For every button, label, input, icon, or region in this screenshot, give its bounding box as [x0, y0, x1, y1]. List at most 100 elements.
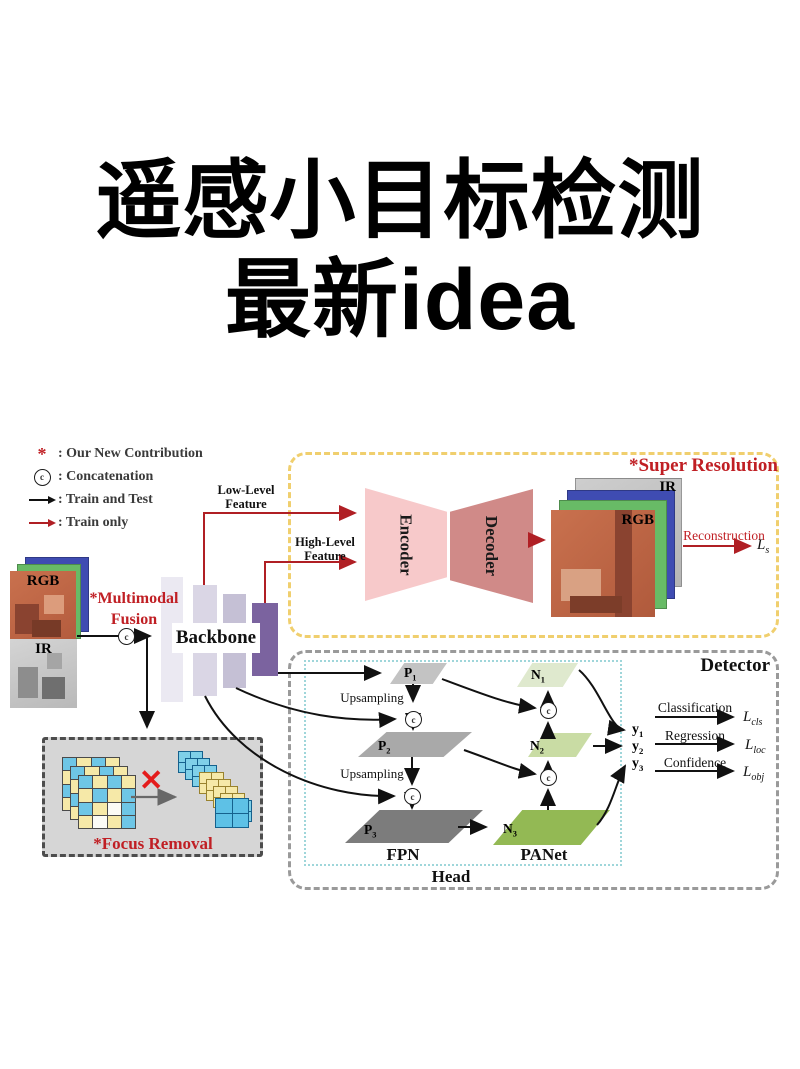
tile-cell — [193, 766, 204, 776]
regression-label: Regression — [665, 728, 725, 743]
texture-patch — [569, 595, 622, 613]
y1-label: y1 — [632, 722, 644, 739]
n2-label: N2 — [530, 738, 544, 756]
grid-cell — [79, 776, 93, 789]
grid-cell — [79, 789, 93, 802]
page-title: 遥感小目标检测 最新idea — [0, 152, 800, 350]
concat-node-panet-2: c — [540, 769, 557, 786]
tile-cell — [191, 752, 202, 762]
legend-item-contribution: * : Our New Contribution — [26, 443, 203, 465]
black-arrow-icon — [26, 495, 58, 505]
loss-lcls: Lcls — [743, 709, 763, 728]
grid-cell — [121, 802, 135, 815]
legend-label: : Concatenation — [58, 469, 154, 484]
head-label: Head — [431, 867, 471, 886]
texture-patch — [615, 510, 633, 617]
grid-cell — [79, 815, 93, 828]
output-ir-label: IR — [659, 479, 676, 495]
grid-cell — [93, 789, 107, 802]
upsampling-label-bottom: Upsampling — [340, 766, 404, 781]
tile-cell — [193, 776, 204, 786]
p2-label: P2 — [378, 738, 391, 756]
grid-cell — [121, 776, 135, 789]
loss-ls: Ls — [757, 537, 770, 556]
texture-patch — [561, 568, 601, 601]
upsampling-label-top: Upsampling — [340, 690, 404, 705]
concat-node-panet-1: c — [540, 702, 557, 719]
legend-label: : Our New Contribution — [58, 446, 203, 461]
grid-cell — [93, 802, 107, 815]
multimodal-fusion-label: *Multimodal Fusion — [89, 590, 179, 628]
grid-cell — [93, 815, 107, 828]
focus-removal-label: *Focus Removal — [93, 834, 213, 853]
focus-cascade — [178, 751, 263, 831]
detector-title: Detector — [700, 655, 770, 676]
concat-icon: c — [33, 468, 51, 486]
classification-label: Classification — [657, 700, 733, 715]
encoder-label: Encoder — [396, 513, 416, 576]
texture-patch — [42, 676, 65, 700]
n3-label: N3 — [503, 821, 517, 839]
grid-cell — [107, 802, 121, 815]
title-line-1: 遥感小目标检测 — [95, 153, 705, 249]
grid-cell — [121, 789, 135, 802]
panet-label: PANet — [520, 845, 568, 864]
grid-cell — [107, 789, 121, 802]
tile-cell — [186, 769, 197, 779]
backbone-label: Backbone — [175, 627, 257, 648]
legend-label: : Train only — [58, 515, 129, 530]
input-ir-label: IR — [35, 641, 52, 657]
input-rgb-label: RGB — [26, 573, 60, 589]
tile-cell — [179, 752, 190, 762]
n1-label: N1 — [531, 667, 545, 685]
decoder-block: Decoder — [450, 489, 533, 603]
y2-label: y2 — [632, 739, 644, 756]
reconstruction-label: Reconstruction — [683, 528, 765, 543]
tile-cell — [216, 799, 232, 813]
y3-label: y3 — [632, 756, 644, 773]
p3-label: P3 — [364, 822, 377, 840]
texture-patch — [32, 619, 62, 638]
loss-lobj: Lobj — [743, 764, 765, 783]
concat-node-input: c — [118, 628, 135, 645]
tile-cell — [179, 762, 190, 772]
tile-cell — [216, 813, 232, 827]
grid-cell — [121, 815, 135, 828]
grid-cell — [79, 802, 93, 815]
texture-patch — [18, 666, 39, 698]
fpn-label: FPN — [386, 845, 420, 864]
tile-cell — [232, 799, 248, 813]
super-resolution-box — [288, 452, 779, 638]
p1-label: P1 — [404, 665, 417, 683]
grid-cell — [93, 776, 107, 789]
fpn-plate-p1 — [390, 663, 447, 684]
decoder-label: Decoder — [482, 515, 502, 577]
legend-label: : Train and Test — [58, 492, 153, 507]
grid-cell — [107, 815, 121, 828]
super-resolution-title: *Super Resolution — [628, 455, 778, 476]
title-line-2: 最新idea — [224, 252, 576, 348]
low-level-feature-label: Low-Level Feature — [217, 483, 275, 511]
output-rgb-label: RGB — [621, 512, 654, 528]
output-rgb-image — [551, 510, 655, 617]
asterisk-icon: * — [37, 444, 47, 464]
feature-grid-front — [78, 775, 136, 829]
concat-node-fpn-2: c — [404, 788, 421, 805]
tile-cell — [186, 759, 197, 769]
tile-cell — [232, 813, 248, 827]
remove-x-icon: ✕ — [139, 765, 164, 797]
tile-cell — [198, 759, 209, 769]
grid-cell — [107, 776, 121, 789]
texture-patch — [46, 652, 62, 670]
high-level-feature-label: High-Level Feature — [295, 535, 355, 563]
confidence-label: Confidence — [663, 755, 727, 770]
backbone-label-band: Backbone — [172, 623, 260, 653]
concat-node-fpn-1: c — [405, 711, 422, 728]
input-ir-image — [10, 639, 77, 708]
texture-patch — [44, 595, 65, 615]
legend-item-concatenation: c : Concatenation — [26, 466, 153, 488]
red-arrow-icon — [26, 518, 58, 528]
cascade-tile — [215, 798, 249, 828]
legend-item-train-only: : Train only — [26, 512, 128, 534]
